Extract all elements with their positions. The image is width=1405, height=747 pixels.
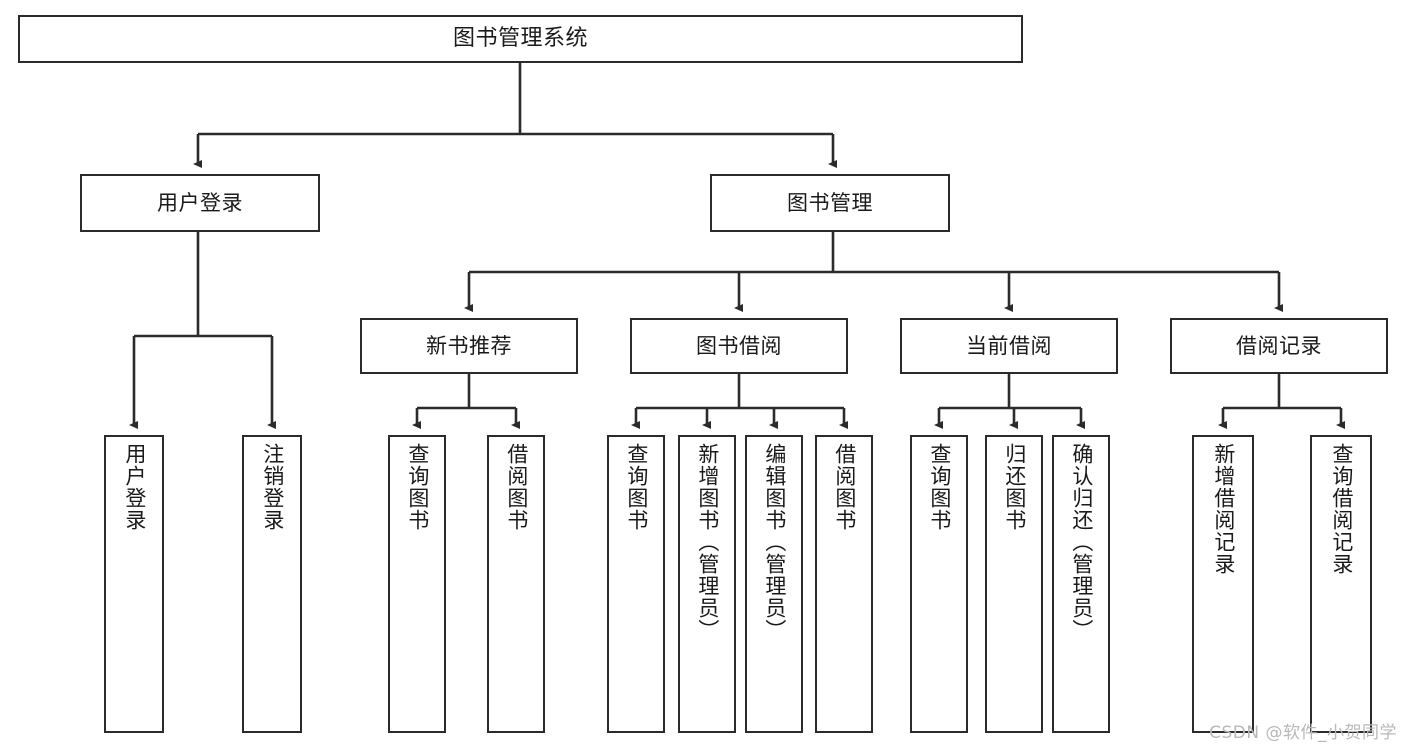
node-leaf-edit-book[interactable]: 编辑图书（管理员） (745, 435, 803, 733)
node-book-borrow-label: 图书借阅 (696, 333, 782, 358)
node-leaf-borrow-book-1-label: 借阅图书 (504, 443, 529, 531)
node-root[interactable]: 图书管理系统 (18, 15, 1023, 63)
node-leaf-return-book-label: 归还图书 (1002, 443, 1027, 531)
node-leaf-user-login-label: 用户登录 (122, 443, 147, 531)
node-leaf-borrow-book-2[interactable]: 借阅图书 (815, 435, 873, 733)
node-book-manage-label: 图书管理 (787, 190, 873, 215)
node-leaf-logout[interactable]: 注销登录 (242, 435, 302, 733)
node-leaf-query-book-2-label: 查询图书 (624, 443, 649, 531)
node-leaf-add-book[interactable]: 新增图书（管理员） (678, 435, 736, 733)
node-root-label: 图书管理系统 (452, 26, 588, 52)
node-leaf-query-book-2[interactable]: 查询图书 (607, 435, 665, 733)
node-leaf-logout-label: 注销登录 (260, 443, 285, 531)
node-leaf-return-book[interactable]: 归还图书 (985, 435, 1043, 733)
node-leaf-query-record[interactable]: 查询借阅记录 (1310, 435, 1372, 733)
node-leaf-edit-book-label: 编辑图书（管理员） (762, 443, 787, 641)
watermark: CSDN @软件_小贺同学 (1209, 723, 1397, 743)
node-leaf-confirm-return[interactable]: 确认归还（管理员） (1052, 435, 1110, 733)
node-leaf-confirm-return-label: 确认归还（管理员） (1069, 443, 1094, 641)
node-leaf-user-login[interactable]: 用户登录 (104, 435, 164, 733)
node-leaf-query-book-1-label: 查询图书 (405, 443, 430, 531)
node-leaf-add-record-label: 新增借阅记录 (1211, 443, 1236, 575)
node-leaf-query-book-3-label: 查询图书 (927, 443, 952, 531)
node-leaf-borrow-book-1[interactable]: 借阅图书 (487, 435, 545, 733)
node-user-login-label: 用户登录 (157, 190, 243, 215)
node-borrow-record-label: 借阅记录 (1236, 333, 1322, 358)
node-leaf-borrow-book-2-label: 借阅图书 (832, 443, 857, 531)
node-leaf-query-book-3[interactable]: 查询图书 (910, 435, 968, 733)
node-book-manage[interactable]: 图书管理 (710, 174, 950, 232)
node-leaf-query-book-1[interactable]: 查询图书 (388, 435, 446, 733)
node-user-login[interactable]: 用户登录 (80, 174, 320, 232)
node-new-book-recommend-label: 新书推荐 (426, 333, 512, 358)
node-new-book-recommend[interactable]: 新书推荐 (360, 318, 578, 374)
node-borrow-record[interactable]: 借阅记录 (1170, 318, 1388, 374)
node-book-borrow[interactable]: 图书借阅 (630, 318, 848, 374)
node-current-borrow[interactable]: 当前借阅 (900, 318, 1118, 374)
node-current-borrow-label: 当前借阅 (966, 333, 1052, 358)
node-leaf-query-record-label: 查询借阅记录 (1329, 443, 1354, 575)
node-leaf-add-book-label: 新增图书（管理员） (695, 443, 720, 641)
node-leaf-add-record[interactable]: 新增借阅记录 (1192, 435, 1254, 733)
